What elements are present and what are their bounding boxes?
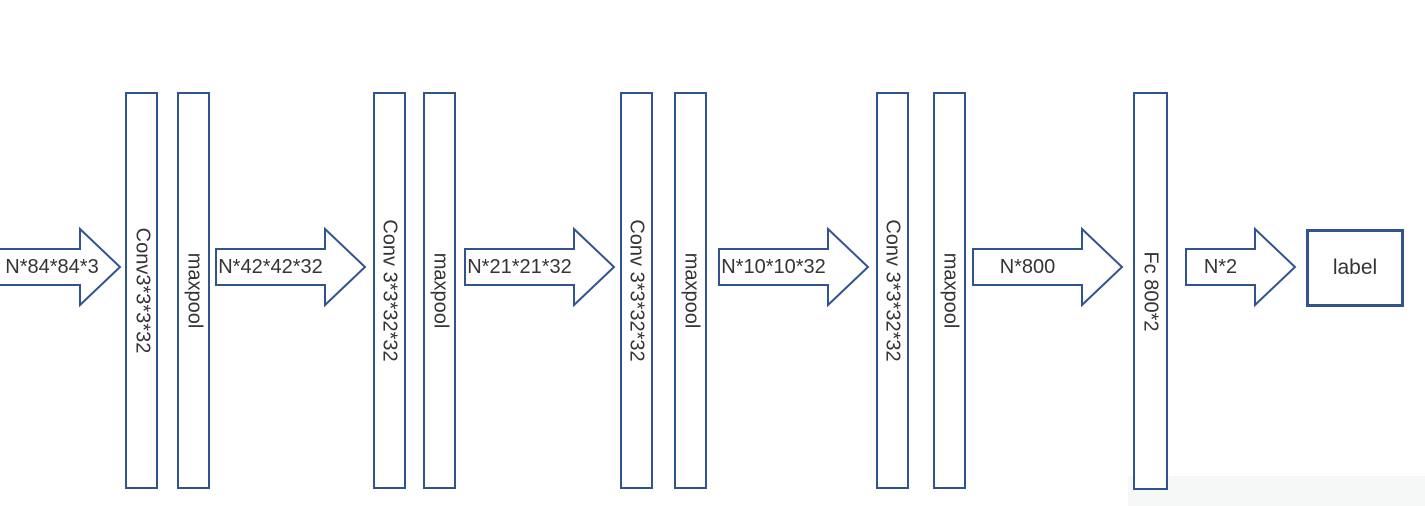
layer-conv2: Conv 3*3*32*32 <box>373 92 406 489</box>
arrow-shape <box>215 226 367 308</box>
layer-label: Fc 800*2 <box>1140 250 1162 332</box>
arrow-feature-map-3: N*10*10*32 <box>717 226 870 308</box>
arrow-shape <box>972 226 1124 308</box>
arrow-label: N*10*10*32 <box>721 255 826 278</box>
output-label-box: label <box>1306 229 1404 307</box>
layer-label: Conv3*3*3*32 <box>131 227 153 354</box>
layer-maxpool3: maxpool <box>674 92 707 489</box>
arrow-shape <box>718 226 870 308</box>
arrow-label: N*84*84*3 <box>5 255 99 278</box>
arrow-shape <box>464 226 616 308</box>
layer-label: Conv 3*3*32*32 <box>626 219 648 362</box>
layer-label: Conv 3*3*32*32 <box>379 219 401 362</box>
layer-maxpool4: maxpool <box>933 92 966 489</box>
arrow-label: N*21*21*32 <box>467 255 572 278</box>
arrow-shape <box>0 226 122 308</box>
arrow-label: N*42*42*32 <box>218 255 323 278</box>
layer-label: maxpool <box>680 252 703 329</box>
arrow-flatten: N*800 <box>971 226 1124 308</box>
layer-maxpool2: maxpool <box>423 92 456 489</box>
layer-conv1: Conv3*3*3*32 <box>125 92 158 489</box>
arrow-feature-map-2: N*21*21*32 <box>463 226 616 308</box>
arrow-feature-map-1: N*42*42*32 <box>214 226 367 308</box>
layer-label: Conv 3*3*32*32 <box>882 219 904 362</box>
arrow-input: N*84*84*3 <box>0 226 122 308</box>
output-label: label <box>1332 256 1378 279</box>
layer-conv4: Conv 3*3*32*32 <box>876 92 909 489</box>
arrow-label: N*800 <box>999 255 1056 278</box>
arrow-label: N*2 <box>1203 255 1238 278</box>
arrow-output: N*2 <box>1184 226 1297 308</box>
layer-fc: Fc 800*2 <box>1133 92 1168 490</box>
layer-label: maxpool <box>429 252 452 329</box>
background-band <box>1128 476 1425 506</box>
layer-maxpool1: maxpool <box>177 92 210 489</box>
layer-label: maxpool <box>183 252 206 329</box>
arrow-shape <box>1185 226 1297 308</box>
layer-conv3: Conv 3*3*32*32 <box>620 92 653 489</box>
layer-label: maxpool <box>939 252 962 329</box>
